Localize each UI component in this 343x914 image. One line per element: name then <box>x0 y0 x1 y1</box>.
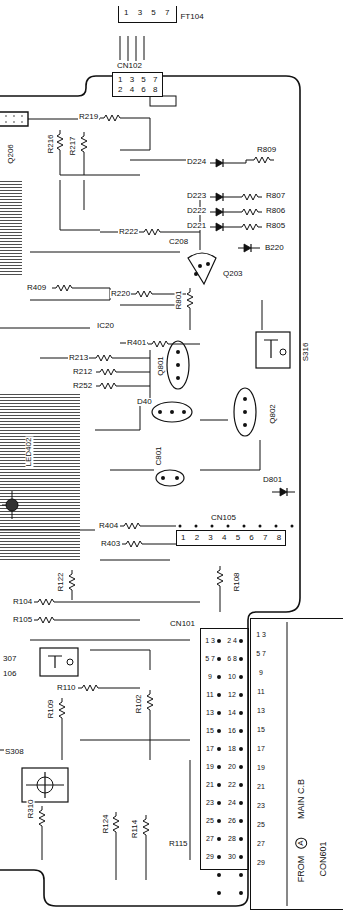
connector-name: CON601 <box>318 841 329 876</box>
connector-box: CN1011 3 5 7 9 11 13 15 17 19 21 23 25 2… <box>200 628 249 870</box>
part-label: R220 <box>110 290 131 298</box>
capacitor-outline <box>156 470 184 486</box>
switch-symbol <box>26 772 64 798</box>
pin-numbers: 1 3 5 7 <box>124 8 171 18</box>
switch-symbol <box>264 340 278 358</box>
board-outline <box>0 76 300 906</box>
part-label: R110 <box>56 684 77 692</box>
part-label: Q802 <box>269 403 277 425</box>
flat-cable-connector: 1 3 5 7FT104 <box>118 6 177 23</box>
part-label: R213 <box>68 354 89 362</box>
part-label: R809 <box>256 146 277 154</box>
pin-numbers: 2 4 6 8 10 12 14 16 18 20 22 24 26 28 30 <box>226 632 238 866</box>
part-label: R124 <box>102 813 110 834</box>
board-note: FROM <box>296 856 307 883</box>
part-label: R217 <box>69 135 77 156</box>
pad-outline <box>150 96 176 106</box>
pin-numbers: 2 4 6 8 <box>118 85 157 95</box>
connector-pin <box>180 525 292 528</box>
part-label: S308 <box>4 748 25 756</box>
part-label: R108 <box>233 571 241 592</box>
diode-symbol <box>216 159 287 496</box>
switch-symbol <box>67 659 73 665</box>
part-label: R219 <box>78 113 99 121</box>
part-label: D801 <box>262 476 283 484</box>
part-label: B220 <box>264 244 285 252</box>
part-label: R105 <box>12 616 33 624</box>
part-label: R404 <box>98 522 119 530</box>
switch-symbol <box>280 349 286 355</box>
part-label: R801 <box>175 289 183 310</box>
part-label: R114 <box>131 819 139 840</box>
pin-numbers: 1 3 5 7 9 11 13 15 17 19 21 23 25 27 29 <box>204 632 216 866</box>
pin-numbers: 1 3 5 7 9 11 13 15 17 19 21 23 25 27 29 <box>255 625 267 872</box>
connector-name: FT104 <box>180 12 203 22</box>
led-lead <box>2 491 12 519</box>
part-label: 106 <box>2 670 17 678</box>
part-label: R122 <box>57 571 65 592</box>
part-label: LED402 <box>25 437 33 468</box>
connector-name: CN102 <box>117 61 142 71</box>
switch-outline <box>22 768 68 802</box>
resistor-symbol <box>34 115 274 839</box>
board-note: MAIN C.B <box>296 779 307 819</box>
pin-numbers: 1 3 5 7 <box>118 75 157 85</box>
part-label: C208 <box>168 238 189 246</box>
part-label: R403 <box>100 540 121 548</box>
switch-outline <box>256 332 290 368</box>
part-label: Q801 <box>157 355 165 377</box>
part-label: R212 <box>72 368 93 376</box>
solder-pad <box>160 264 245 478</box>
part-label: R409 <box>26 284 47 292</box>
part-label: R310 <box>27 798 35 819</box>
part-label: R104 <box>12 598 33 606</box>
connector-box: 1 3 5 7 9 11 13 15 17 19 21 23 25 27 29 F… <box>250 618 343 910</box>
part-label: R102 <box>135 693 143 714</box>
part-label: S316 <box>302 342 310 363</box>
part-label: C801 <box>155 445 163 466</box>
switch-symbol <box>37 777 53 793</box>
part-label: D223 <box>186 192 207 200</box>
pin-numbers: 1 2 3 4 5 6 7 8 <box>181 533 281 543</box>
ground-plane <box>0 392 80 562</box>
connector-name: CN105 <box>211 513 236 523</box>
part-label: R807 <box>265 192 286 200</box>
part-label: Q206 <box>7 143 15 165</box>
part-label: D224 <box>186 158 207 166</box>
part-label: R401 <box>126 339 147 347</box>
transistor-outline <box>188 253 216 284</box>
led-symbol <box>6 499 18 511</box>
part-label: 307 <box>2 655 17 663</box>
part-label: D222 <box>186 207 207 215</box>
divider-line <box>287 622 288 906</box>
part-label: Q203 <box>222 270 244 278</box>
connector-name: CN101 <box>170 619 195 629</box>
part-label: D221 <box>186 222 207 230</box>
part-label: R806 <box>265 207 286 215</box>
part-label: R222 <box>118 228 139 236</box>
diode-bar <box>210 159 295 496</box>
switch-symbol <box>48 656 62 668</box>
part-label: D40 <box>136 398 153 406</box>
connector-box: CN1051 2 3 4 5 6 7 8 <box>176 530 286 546</box>
edge-connector <box>0 112 28 126</box>
part-label: R115 <box>168 840 189 848</box>
part-label: R216 <box>47 133 55 154</box>
part-label: R805 <box>265 222 286 230</box>
part-label: R252 <box>72 382 93 390</box>
part-label: IC20 <box>96 322 115 330</box>
switch-outline <box>40 648 78 676</box>
connector-box: CN1021 3 5 72 4 6 8 <box>112 72 163 97</box>
ground-plane <box>0 180 22 276</box>
board-note: A <box>295 837 307 848</box>
copper-trace <box>0 118 262 880</box>
part-label: R109 <box>47 698 55 719</box>
